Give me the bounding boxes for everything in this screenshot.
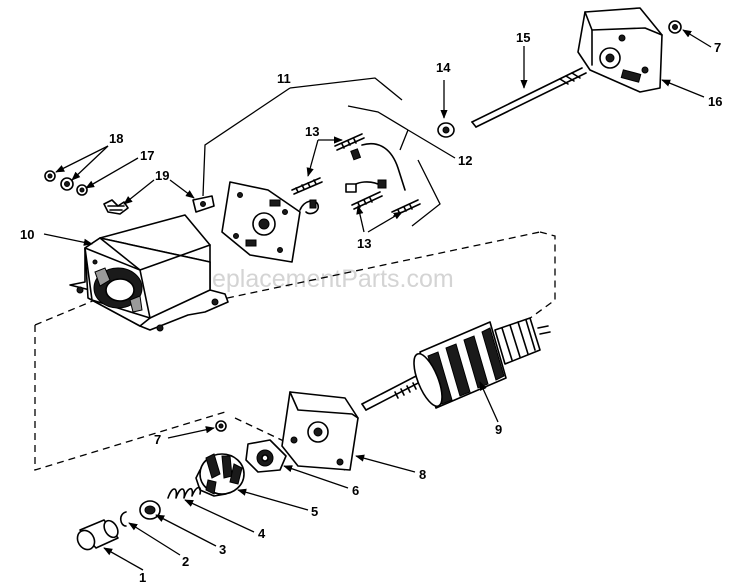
nut-lower	[215, 420, 227, 432]
watermark: eReplacementParts.com	[180, 265, 454, 293]
leader-lines	[43, 29, 712, 571]
washer	[437, 122, 455, 138]
label-part-16: 16	[708, 94, 722, 109]
assembly-outline	[34, 231, 556, 471]
assembly-outline-upper	[179, 231, 541, 309]
label-part-17: 17	[140, 148, 154, 163]
label-part-11: 11	[277, 71, 291, 86]
end-cap	[577, 7, 663, 93]
drive-pinion	[195, 453, 245, 497]
retaining-ring	[119, 511, 127, 527]
label-part-2: 2	[182, 554, 189, 569]
label-part-15: 15	[516, 30, 530, 45]
label-part-1: 1	[139, 570, 146, 585]
label-part-8: 8	[419, 467, 426, 482]
label-part-10: 10	[20, 227, 34, 242]
brush-holder-clip	[192, 195, 215, 213]
label-part-19: 19	[155, 168, 169, 183]
label-part-14: 14	[436, 60, 451, 75]
stop-collar	[245, 439, 287, 473]
anti-drift-spring	[167, 486, 202, 499]
dust-cover	[76, 519, 119, 551]
field-housing	[69, 214, 229, 332]
label-part-4: 4	[258, 526, 266, 541]
label-part-12: 12	[458, 153, 472, 168]
label-part-9: 9	[495, 422, 502, 437]
drive-end-plate	[281, 391, 359, 471]
part-labels: 1 2 3 4 5 6 7 8 9 10 11 12 13 13 14 15 1…	[20, 30, 722, 585]
armature	[361, 317, 551, 411]
label-part-6: 6	[352, 483, 359, 498]
label-part-5: 5	[311, 504, 318, 519]
spring-clip	[103, 199, 129, 215]
label-part-18: 18	[109, 131, 123, 146]
label-part-7-upper: 7	[714, 40, 721, 55]
label-part-7-lower: 7	[154, 432, 161, 447]
retainer-cup	[139, 500, 161, 520]
label-part-13-lower: 13	[357, 236, 371, 251]
brush-plate	[221, 181, 301, 263]
terminal-nuts	[44, 170, 88, 196]
through-bolt	[471, 67, 587, 128]
label-part-3: 3	[219, 542, 226, 557]
label-part-13-upper: 13	[305, 124, 319, 139]
nut-top	[668, 20, 682, 34]
